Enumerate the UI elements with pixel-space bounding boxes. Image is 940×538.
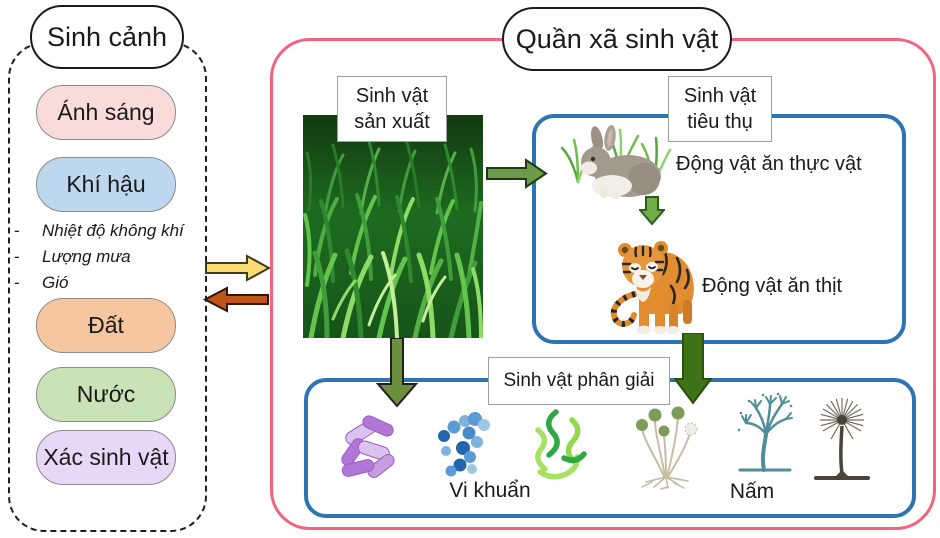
- carnivore-caption: Động vật ăn thịt: [702, 275, 843, 297]
- list-item: - Lượng mưa: [12, 247, 202, 273]
- factor-dead-organisms-label: Xác sinh vật: [43, 444, 169, 470]
- factor-light-label: Ánh sáng: [57, 99, 155, 125]
- community-title-badge: Quần xã sinh vật: [502, 7, 732, 71]
- green-down-arrow-icon: [376, 338, 418, 408]
- green-down-arrow-icon: [639, 196, 665, 226]
- bacteria-spirilla-icon: [526, 406, 590, 486]
- brick-left-arrow-icon: [203, 286, 269, 313]
- factor-climate: Khí hậu: [36, 157, 176, 212]
- bacteria-caption: Vi khuẩn: [449, 479, 531, 502]
- climate-factors-list: - Nhiệt độ không khí - Lượng mưa - Gió: [12, 221, 202, 299]
- consumer-label-box: Sinh vật tiêu thụ: [668, 76, 772, 142]
- decomposer-label-box: Sinh vật phân giải: [488, 357, 670, 405]
- list-bullet: -: [14, 221, 20, 240]
- herbivore-caption: Động vật ăn thực vật: [676, 153, 862, 175]
- aspergillus-icon: [812, 394, 872, 486]
- bacteria-cocci-icon: [432, 410, 492, 480]
- factor-climate-label: Khí hậu: [66, 171, 146, 197]
- consumer-label: Sinh vật tiêu thụ: [683, 85, 757, 133]
- factor-water-label: Nước: [76, 381, 136, 407]
- bacteria-rods-icon: [336, 412, 400, 482]
- factor-dead-organisms: Xác sinh vật: [36, 430, 176, 485]
- climate-detail-temperature: Nhiệt độ không khí: [42, 221, 184, 240]
- mold-icon: [628, 405, 706, 490]
- list-bullet: -: [14, 273, 20, 292]
- rabbit-icon: [556, 124, 674, 200]
- habitat-title-badge: Sinh cảnh: [30, 5, 184, 69]
- penicillium-icon: [736, 392, 794, 480]
- list-bullet: -: [14, 247, 20, 266]
- community-title: Quần xã sinh vật: [515, 23, 719, 54]
- factor-water: Nước: [36, 367, 176, 422]
- producer-label-box: Sinh vật sản xuất: [337, 76, 447, 142]
- climate-detail-rainfall: Lượng mưa: [42, 247, 131, 266]
- factor-soil-label: Đất: [88, 312, 124, 338]
- yellow-right-arrow-icon: [205, 254, 271, 282]
- climate-detail-wind: Gió: [42, 273, 69, 292]
- factor-light: Ánh sáng: [36, 85, 176, 140]
- green-down-arrow-icon: [674, 333, 712, 405]
- factor-soil: Đất: [36, 298, 176, 353]
- list-item: - Gió: [12, 273, 202, 299]
- green-right-arrow-icon: [486, 158, 548, 189]
- list-item: - Nhiệt độ không khí: [12, 221, 202, 247]
- habitat-title: Sinh cảnh: [46, 21, 168, 52]
- tiger-icon: [605, 228, 700, 335]
- fungi-caption: Nấm: [729, 480, 775, 503]
- decomposer-label: Sinh vật phân giải: [503, 369, 655, 391]
- producer-label: Sinh vật sản xuất: [354, 85, 430, 133]
- grass-photo: [303, 115, 483, 338]
